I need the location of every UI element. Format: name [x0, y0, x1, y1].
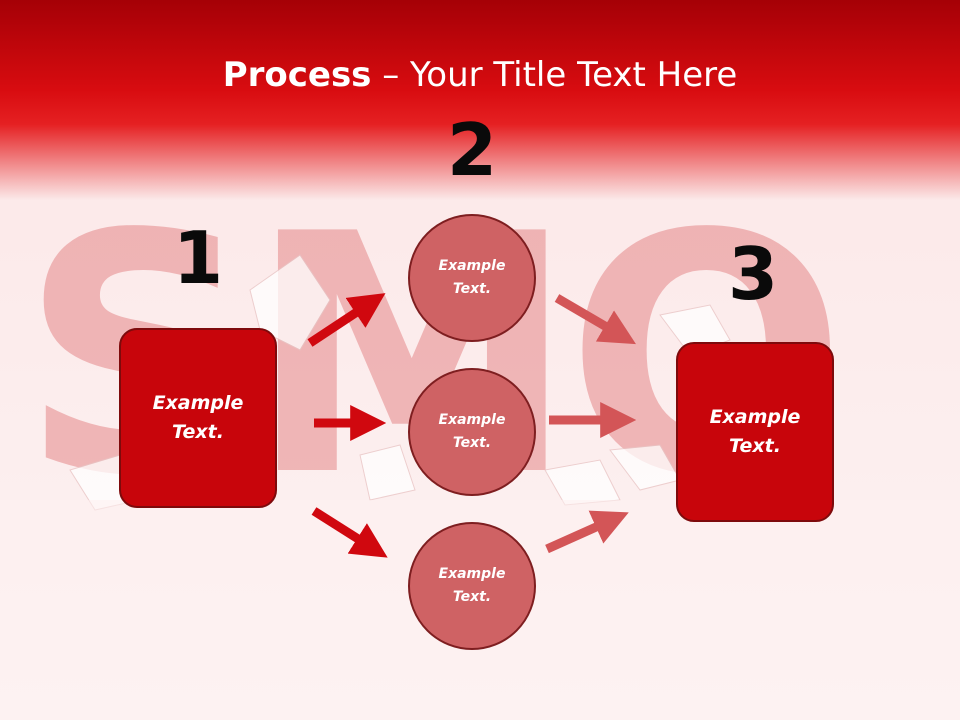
circle-top-line-1: Example [438, 258, 506, 274]
arrow-top-to-right [554, 294, 636, 345]
circle-top-line-2: Text. [452, 281, 492, 297]
title-bold: Process [222, 55, 372, 95]
circle-bottom-line-2: Text. [452, 589, 492, 605]
title-rest: – Your Title Text Here [371, 55, 738, 95]
left-box-line-1: Example [152, 392, 244, 414]
arrow-bottom-to-right [545, 510, 629, 554]
step-number-2: 2 [446, 108, 498, 192]
right-box-line-2: Text. [729, 435, 781, 457]
header-bar [0, 0, 960, 200]
slide-title: Process – Your Title Text Here [0, 52, 960, 98]
step-number-3: 3 [727, 232, 779, 316]
step-number-1: 1 [172, 216, 224, 300]
arrow-left-to-bottom [311, 507, 388, 558]
arrow-left-to-top [307, 293, 386, 347]
right-box-line-1: Example [709, 406, 801, 428]
circle-middle-line-2: Text. [452, 435, 492, 451]
circle-middle-line-1: Example [438, 412, 506, 428]
circle-bottom-line-1: Example [438, 566, 506, 582]
left-box-line-2: Text. [172, 421, 224, 443]
